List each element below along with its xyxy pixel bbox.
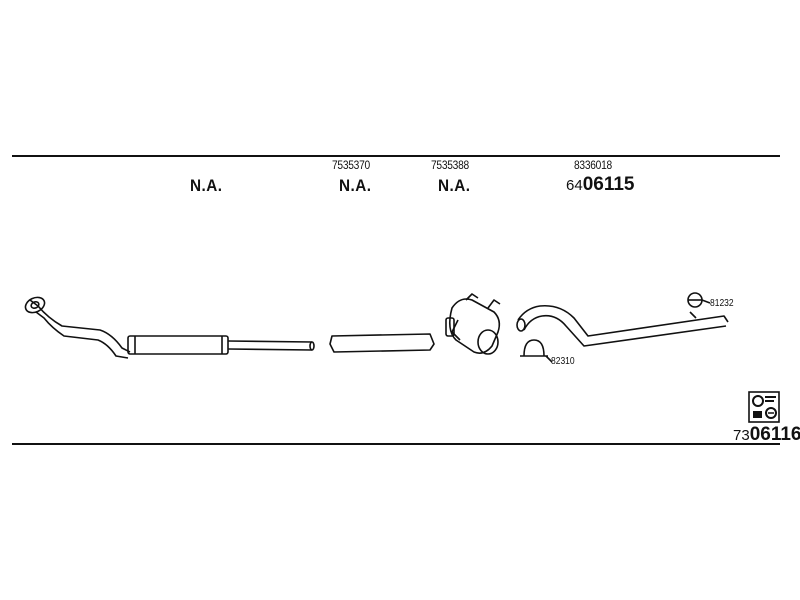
status-na-3: N.A. — [438, 176, 471, 195]
callout-82310: 82310 — [551, 356, 575, 367]
top-rule — [12, 155, 780, 157]
status-na-2: N.A. — [339, 176, 372, 195]
part-number-7535388: 7535388 — [431, 158, 469, 172]
part-number-7535370: 7535370 — [332, 158, 370, 172]
footer-code-main: 06116 — [749, 424, 800, 445]
center-silencer-part — [127, 335, 315, 355]
front-pipe-part — [24, 296, 131, 359]
article-code-06115: 6406115 — [566, 174, 634, 196]
part-number-8336018: 8336018 — [574, 158, 612, 172]
bottom-rule — [12, 443, 780, 445]
tail-pipe-part — [516, 304, 729, 347]
u-clamp-part — [520, 339, 553, 363]
footer-article-code-06116: 7306116 — [733, 424, 800, 446]
article-code-main: 06115 — [582, 174, 635, 195]
rear-silencer-part — [445, 293, 501, 355]
footer-code-prefix: 73 — [733, 427, 750, 444]
callout-81232: 81232 — [710, 298, 734, 309]
ring-clamp-part — [687, 292, 711, 308]
intermediate-pipe-part — [329, 333, 435, 353]
status-na-1: N.A. — [190, 176, 223, 195]
fitting-kit-icon — [748, 391, 780, 423]
article-code-prefix: 64 — [566, 177, 583, 194]
